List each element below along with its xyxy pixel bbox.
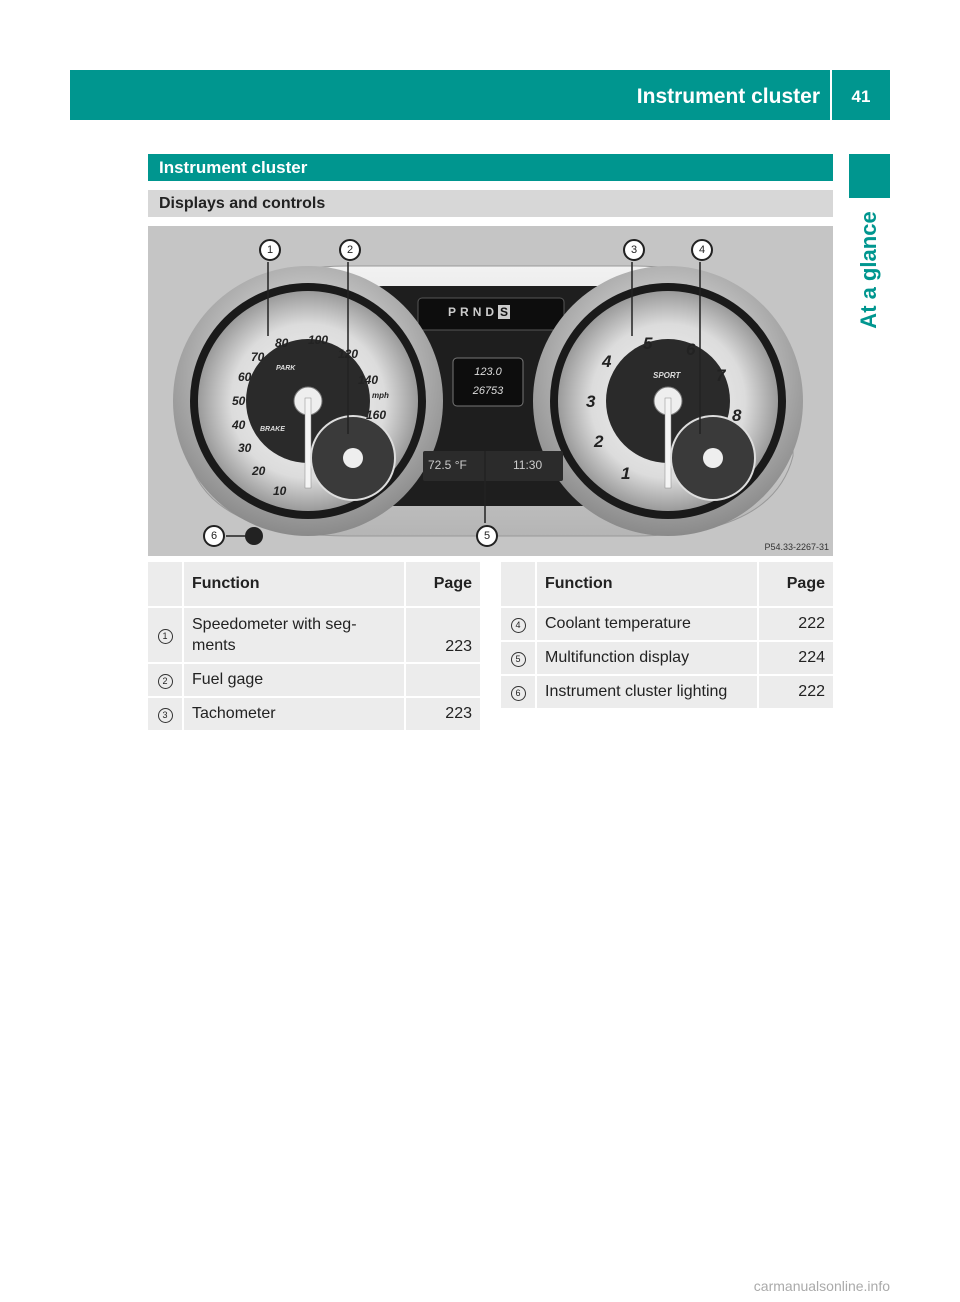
function-cell: Multifunction display [537,642,757,676]
sport-indicator: SPORT [653,371,681,380]
function-table-right: Function Page 4 Coolant temperature 222 … [501,562,833,710]
park-indicator: PARK [276,365,296,372]
side-tab-marker [849,154,890,198]
instrument-cluster-figure: P R N D S 123.0 26753 72.5 °F 11:30 10 2… [148,226,833,556]
tacho-label: 1 [621,464,631,483]
tacho-label: 3 [586,392,596,411]
page-cell [404,664,480,698]
speed-label: 30 [238,441,252,455]
image-code: P54.33-2267-31 [764,542,829,552]
num-column-header [501,562,537,608]
function-column-header: Function [184,562,404,608]
page-number: 41 [851,87,871,106]
callouts: 1 2 3 4 5 6 [148,226,833,556]
speed-label: 50 [232,394,246,408]
function-cell: Fuel gage [184,664,404,698]
function-cell: Tachometer [184,698,404,732]
cluster-illustration [173,262,803,545]
gear-s: S [498,305,511,319]
page-cell: 222 [757,676,833,710]
page-cell: 223 [404,698,480,732]
tacho-label: 5 [643,334,653,353]
trip-odometer: 123.0 [474,366,502,378]
speed-label: 100 [308,333,329,347]
clock: 11:30 [513,458,543,472]
tacho-label: 8 [732,406,742,425]
tacho-label: 2 [594,432,604,451]
page-cell: 222 [757,608,833,642]
gear-p: P [448,305,457,319]
callout-5: 5 [476,525,498,547]
tacho-label: 7 [716,366,726,385]
watermark: carmanualsonline.info [753,1278,890,1294]
brake-indicator: BRAKE [260,426,285,433]
header-separator [830,70,832,120]
callout-2: 2 [339,239,361,261]
section-title: Instrument cluster [148,154,833,181]
row-number: 1 [157,629,173,644]
gear-r: R [460,305,469,319]
function-cell: Coolant temperature [537,608,757,642]
page-cell: 224 [757,642,833,676]
function-column-header: Function [537,562,757,608]
speed-label: 160 [366,408,387,422]
outside-temperature: 72.5 °F [428,458,467,472]
row-number: 2 [157,674,173,689]
table-header: Function Page [501,562,833,608]
tachometer-labels: 1 2 3 4 5 6 7 8 SPORT [148,226,833,556]
function-text: ments [192,637,236,654]
num-column-header [148,562,184,608]
header-title: Instrument cluster [636,85,820,108]
callout-1: 1 [259,239,281,261]
page-cell: 223 [404,608,480,664]
function-cell: Instrument cluster lighting [537,676,757,710]
table-header: Function Page [148,562,480,608]
side-tab-label: At a glance [856,211,881,329]
table-row: 6 Instrument cluster lighting 222 [501,676,833,710]
row-number: 6 [510,686,526,701]
speed-label: 10 [273,484,287,498]
speed-label: 80 [275,336,289,350]
table-row: 4 Coolant temperature 222 [501,608,833,642]
row-number: 3 [157,708,173,723]
gear-d: D [485,305,495,319]
table-row: 2 Fuel gage [148,664,480,698]
gear-n: N [472,305,482,319]
section-subtitle: Displays and controls [148,190,833,217]
row-number: 5 [510,652,526,667]
odometer-display: 123.0 26753 [453,363,523,401]
tacho-label: 6 [686,340,696,359]
gear-indicator: P R N D S [448,305,511,319]
callout-4: 4 [691,239,713,261]
speed-unit: mph [372,391,389,400]
speed-label: 20 [252,464,266,478]
total-odometer: 26753 [472,385,504,397]
page-header: Instrument cluster 41 [70,70,890,120]
callout-6: 6 [203,525,225,547]
speed-label: 60 [238,370,252,384]
callout-3: 3 [623,239,645,261]
table-row: 5 Multifunction display 224 [501,642,833,676]
function-table-left: Function Page 1 Speedometer with seg- me… [148,562,480,732]
speedometer-labels: 10 20 30 40 50 60 70 80 100 120 140 160 … [148,226,833,556]
table-row: 3 Tachometer 223 [148,698,480,732]
tacho-label: 4 [602,352,612,371]
function-cell: Speedometer with seg- ments [184,608,404,664]
page-column-header: Page [757,562,833,608]
table-row: 1 Speedometer with seg- ments 223 [148,608,480,664]
page-column-header: Page [404,562,480,608]
speed-label: 120 [338,347,359,361]
function-text: Speedometer with seg- [192,616,357,633]
speed-label: 140 [358,373,379,387]
speed-label: 40 [232,418,246,432]
speed-label: 70 [251,350,265,364]
row-number: 4 [510,618,526,633]
